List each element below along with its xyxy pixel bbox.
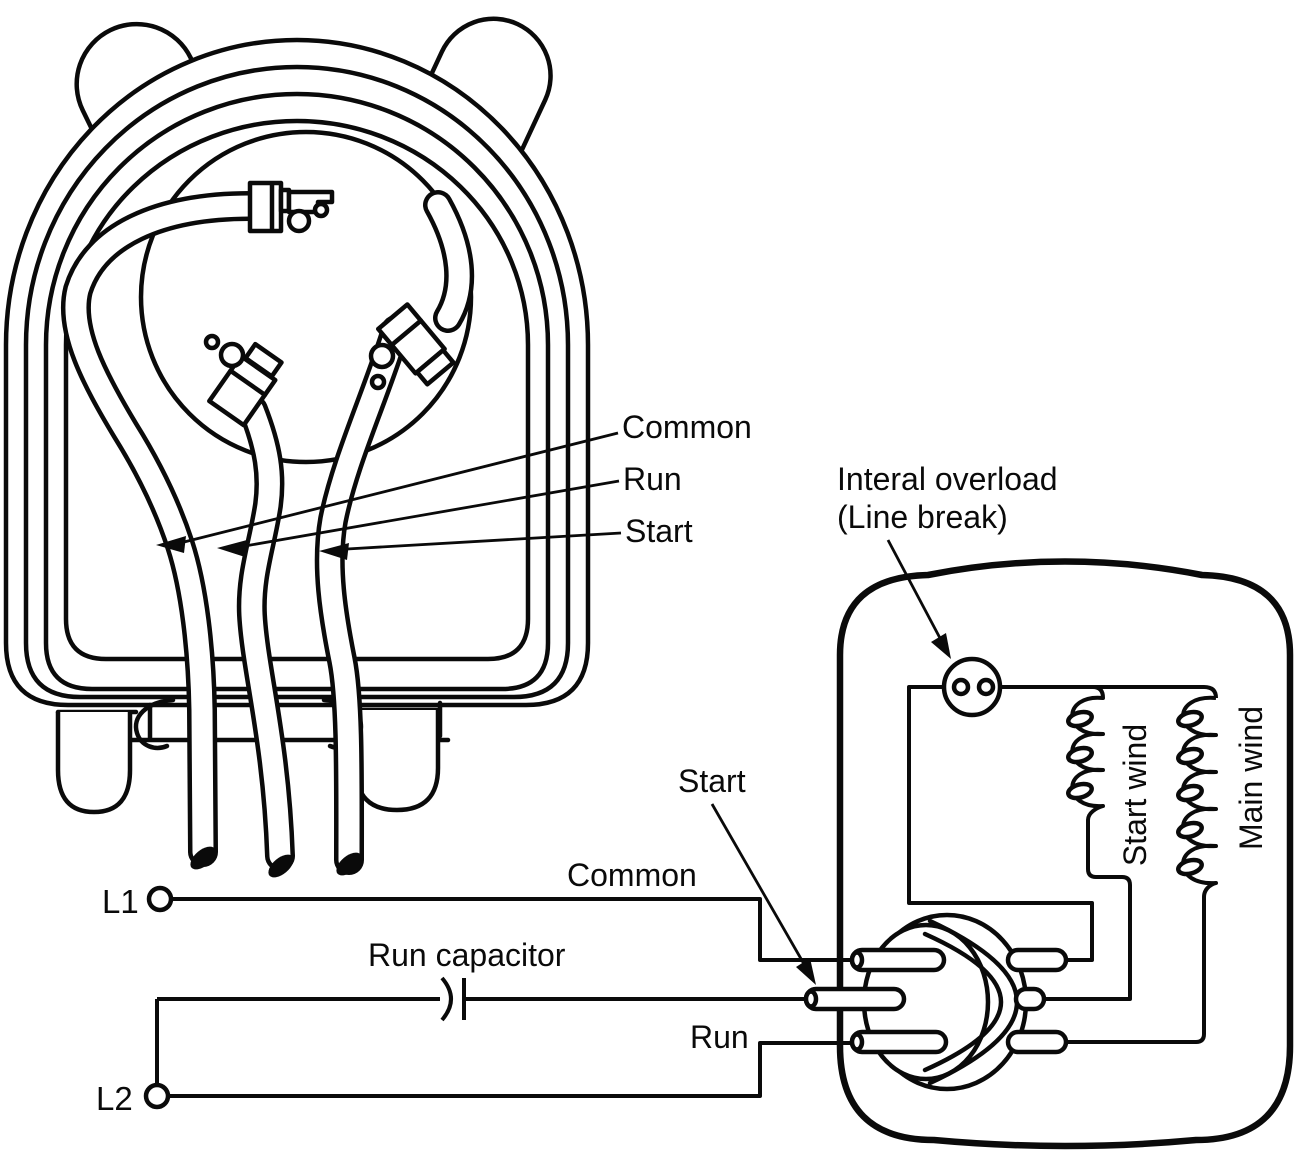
terminal-pin-common-inner: [1005, 947, 1069, 973]
run-wire: [168, 1041, 854, 1098]
main-winding-coil: [1066, 695, 1218, 1044]
pin-tip: [849, 1032, 865, 1052]
stator-ring-4: [63, 118, 531, 662]
run-terminal-label: Run: [690, 1019, 749, 1055]
compressor-shell: [836, 558, 1294, 1150]
start-winding-coil: [1042, 685, 1132, 1001]
clamp-hook-left: [133, 697, 176, 751]
l2-terminal: [143, 1082, 171, 1110]
stator-pictorial: Common Run Start: [3, 16, 752, 878]
start-coil-loop: [1066, 781, 1094, 801]
l1-terminal: [146, 885, 174, 913]
winding-top-wire: [1000, 685, 1218, 699]
start-winding-label: Start wind: [1117, 724, 1153, 866]
terminal-pin-start-inner: [1013, 986, 1047, 1012]
main-winding-label: Main wind: [1233, 706, 1269, 850]
start-coil-loop: [1066, 745, 1094, 765]
quick-connect-terminal-3: [368, 302, 456, 391]
main-coil-loop: [1176, 746, 1204, 766]
main-coil-loop: [1176, 783, 1204, 803]
start-coil-loop: [1066, 709, 1094, 729]
overload-to-common-pin-wire: [907, 685, 1094, 962]
mounting-foot-right: [353, 710, 441, 813]
run-leader-arrow: [217, 479, 620, 557]
terminal-pin-start-outer: [803, 986, 907, 1012]
terminal-pin-common-outer: [849, 947, 947, 973]
main-coil-loop: [1176, 820, 1204, 840]
wire-tip-common: [190, 846, 216, 870]
l2-label: L2: [96, 1080, 133, 1117]
l1-label: L1: [102, 883, 139, 920]
stator-ring-3: [43, 91, 551, 692]
common-terminal-label: Common: [567, 857, 697, 893]
start-label-arrow: [710, 803, 816, 985]
overload-label-arrow: [886, 539, 951, 659]
main-coil-loop: [1176, 857, 1204, 877]
internal-overload: [941, 656, 1003, 718]
overload-label-line2: (Line break): [837, 499, 1008, 535]
start-terminal-label: Start: [678, 763, 746, 799]
common-leader-arrow: [156, 431, 619, 553]
start-leader-arrow: [319, 531, 622, 560]
overload-label-line1: Interal overload: [837, 461, 1058, 497]
wire-tip-run: [268, 854, 294, 878]
quick-connect-terminal-2: [203, 333, 284, 428]
overload-contact-dot: [976, 677, 996, 697]
lead-wire-start-upper: [423, 190, 475, 333]
stator-ring-2: [23, 64, 571, 700]
overload-contact-dot: [951, 677, 971, 697]
wire-tip-start: [336, 852, 362, 876]
pictorial-run-label: Run: [623, 461, 682, 497]
gland-rim-2: [922, 931, 1003, 1073]
pictorial-common-label: Common: [622, 409, 752, 445]
lead-wire-run: [236, 395, 295, 871]
compressor-schematic: Interal overload (Line break) Start Comm…: [96, 461, 1294, 1150]
lead-wire-common: [60, 191, 265, 867]
mounting-foot-left: [55, 712, 133, 815]
lead-wire-start: [314, 315, 411, 875]
terminal-pin-run-outer: [849, 1029, 949, 1055]
pictorial-start-label: Start: [625, 513, 693, 549]
pin-tip: [849, 950, 865, 970]
run-capacitor-symbol: [440, 976, 466, 1022]
main-coil-loop: [1176, 709, 1204, 729]
quick-connect-terminal-1: [247, 180, 335, 234]
pin-tip: [803, 989, 819, 1009]
run-capacitor-label: Run capacitor: [368, 937, 566, 973]
terminal-pin-run-inner: [1005, 1029, 1069, 1055]
